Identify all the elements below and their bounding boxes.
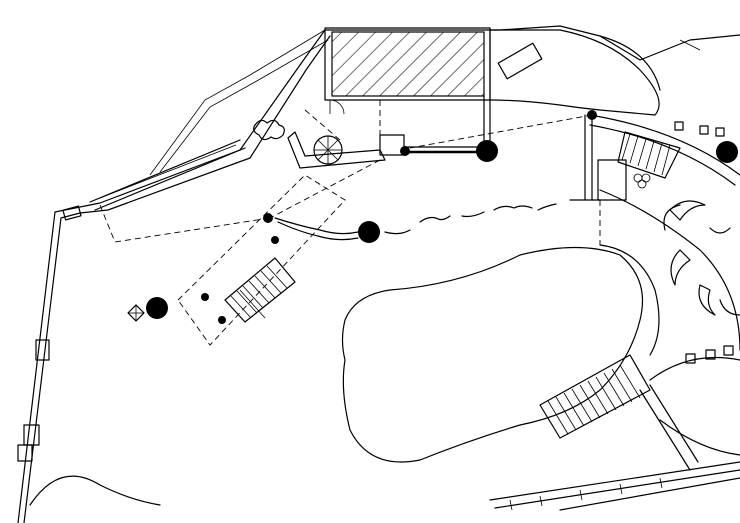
pond-outline — [341, 244, 660, 463]
oval-room — [489, 29, 701, 116]
bottom-walls — [29, 461, 740, 511]
dashed-overhead-lines — [99, 100, 601, 346]
middle-stair — [224, 257, 296, 323]
lower-stair — [539, 354, 740, 471]
stepping-path — [274, 203, 557, 241]
railing — [403, 146, 489, 154]
hatched-room — [324, 27, 491, 151]
curved-room — [569, 114, 740, 364]
fixture-symbol — [127, 304, 145, 322]
spiral-staircase — [253, 119, 405, 169]
column-dots — [146, 110, 738, 324]
